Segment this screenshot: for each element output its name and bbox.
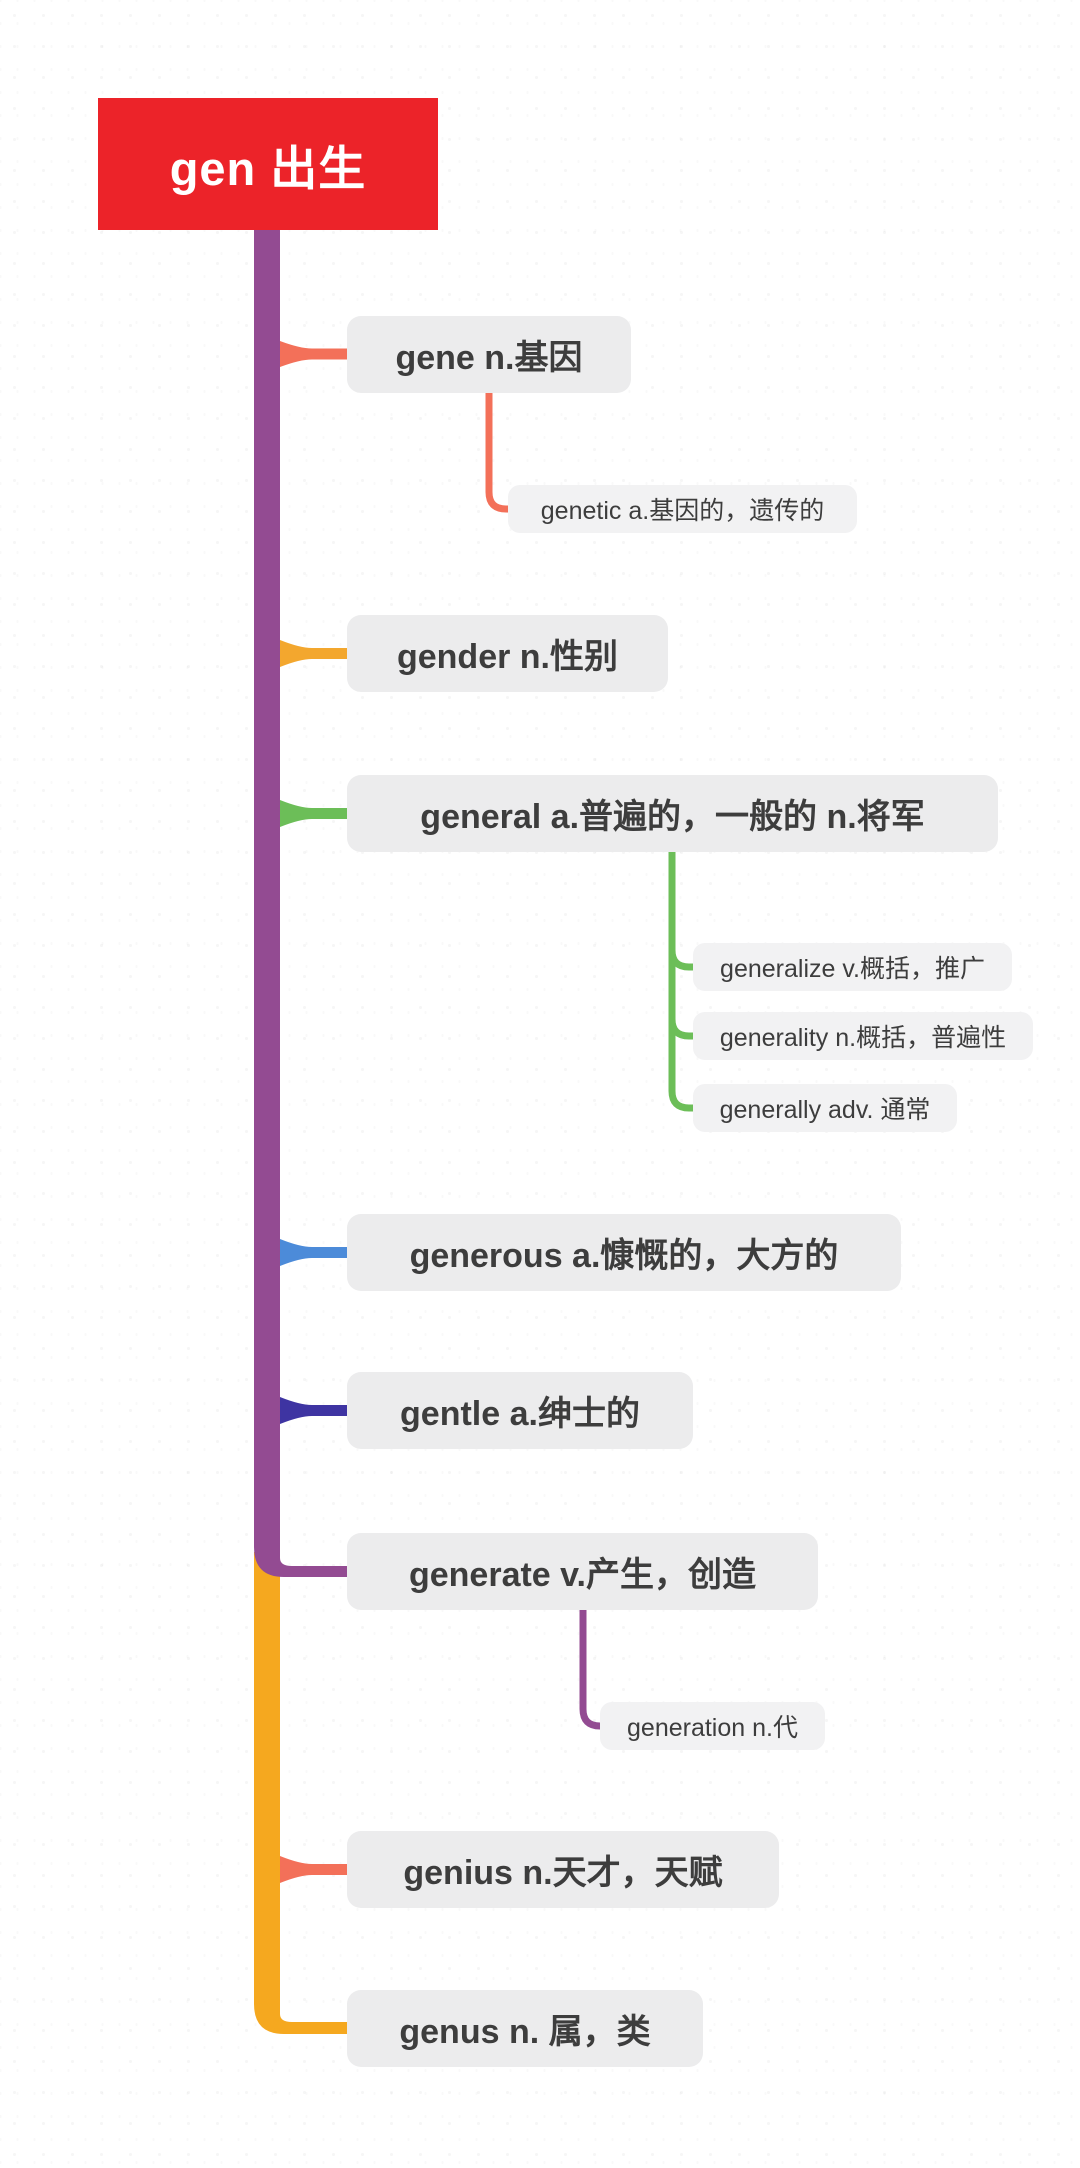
connector-gene (280, 341, 348, 367)
node-generally[interactable]: generally adv. 通常 (693, 1084, 957, 1132)
node-generality[interactable]: generality n.概括，普遍性 (693, 1012, 1033, 1060)
connector-general (280, 800, 348, 827)
node-root[interactable]: gen 出生 (98, 98, 438, 230)
connector-genius (280, 1856, 348, 1883)
node-general[interactable]: general a.普遍的，一般的 n.将军 (347, 775, 998, 852)
node-genius[interactable]: genius n.天才，天赋 (347, 1831, 779, 1908)
connector-gentle (280, 1397, 348, 1424)
node-genetic[interactable]: genetic a.基因的，遗传的 (508, 485, 857, 533)
connector-gender (280, 640, 348, 667)
node-generate[interactable]: generate v.产生，创造 (347, 1533, 818, 1610)
connector-generalize (668, 946, 700, 971)
node-generation[interactable]: generation n.代 (600, 1702, 825, 1750)
node-gentle[interactable]: gentle a.绅士的 (347, 1372, 693, 1449)
node-generous[interactable]: generous a.慷慨的，大方的 (347, 1214, 901, 1291)
node-gene[interactable]: gene n.基因 (347, 316, 631, 393)
trunk-purple (254, 226, 348, 1577)
connector-generally (668, 847, 700, 1112)
node-genus[interactable]: genus n. 属，类 (347, 1990, 703, 2067)
node-generalize[interactable]: generalize v.概括，推广 (693, 943, 1012, 991)
node-gender[interactable]: gender n.性别 (347, 615, 668, 692)
trunk-yellow (254, 1552, 348, 2034)
connector-genetic (485, 388, 515, 513)
connector-generous (280, 1239, 348, 1266)
connector-generation (579, 1605, 609, 1730)
connector-generality (668, 1015, 700, 1040)
